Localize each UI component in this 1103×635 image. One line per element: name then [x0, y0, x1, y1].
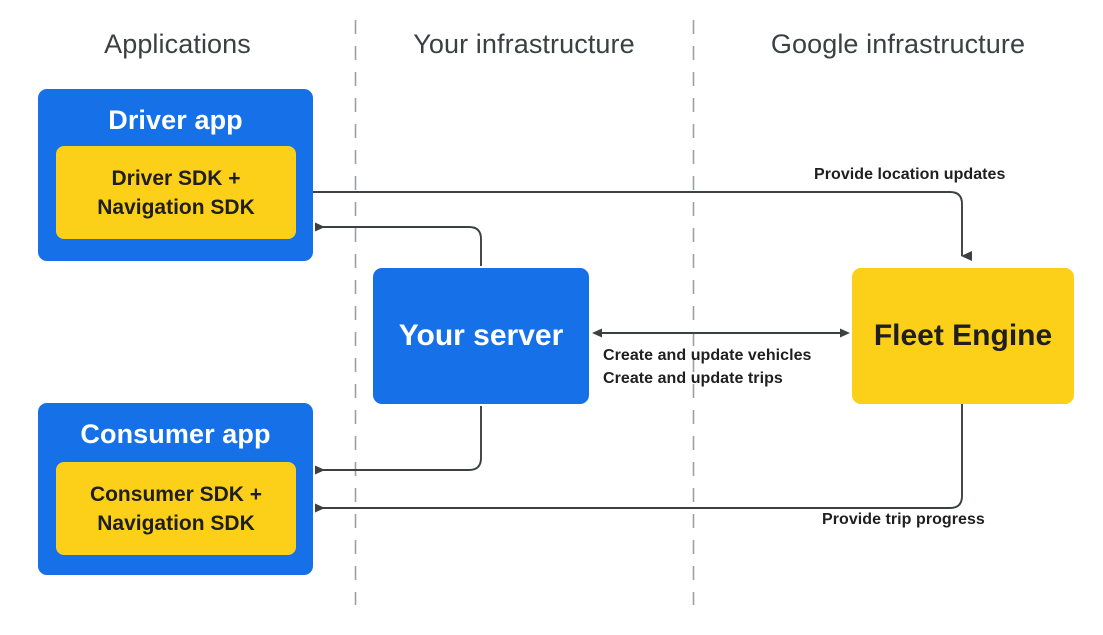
edge-label-create-update: Create and update vehicles Create and up… [603, 344, 812, 390]
edge-label-create-update-line-2: Create and update trips [603, 370, 783, 387]
node-fleet-engine[interactable]: Fleet Engine [852, 268, 1074, 404]
connector-server-to-driver [315, 222, 482, 266]
node-your-server[interactable]: Your server [373, 268, 589, 404]
zone-header-applications: Applications [104, 29, 251, 59]
consumer-app-title: Consumer app [80, 419, 271, 449]
edge-label-create-update-line-1: Create and update vehicles [603, 347, 812, 364]
node-consumer-sdk[interactable]: Consumer SDK + Navigation SDK [56, 462, 296, 555]
edge-label-trip-progress: Provide trip progress [822, 511, 985, 528]
driver-sdk-line-1: Driver SDK + [111, 166, 241, 190]
edge-label-location-updates: Provide location updates [814, 166, 1006, 183]
driver-sdk-line-2: Navigation SDK [97, 195, 255, 219]
zone-header-your-infrastructure: Your infrastructure [413, 29, 635, 59]
connector-trip-progress [315, 404, 963, 513]
driver-app-title: Driver app [108, 105, 243, 135]
your-server-title: Your server [398, 319, 564, 352]
connector-server-to-consumer [315, 406, 482, 475]
consumer-sdk-line-2: Navigation SDK [97, 511, 255, 535]
consumer-sdk-line-1: Consumer SDK + [89, 482, 263, 506]
connector-location-updates [303, 191, 972, 261]
node-driver-sdk[interactable]: Driver SDK + Navigation SDK [56, 146, 296, 239]
fleet-engine-title: Fleet Engine [873, 319, 1053, 352]
zone-header-google-infrastructure: Google infrastructure [770, 29, 1026, 59]
